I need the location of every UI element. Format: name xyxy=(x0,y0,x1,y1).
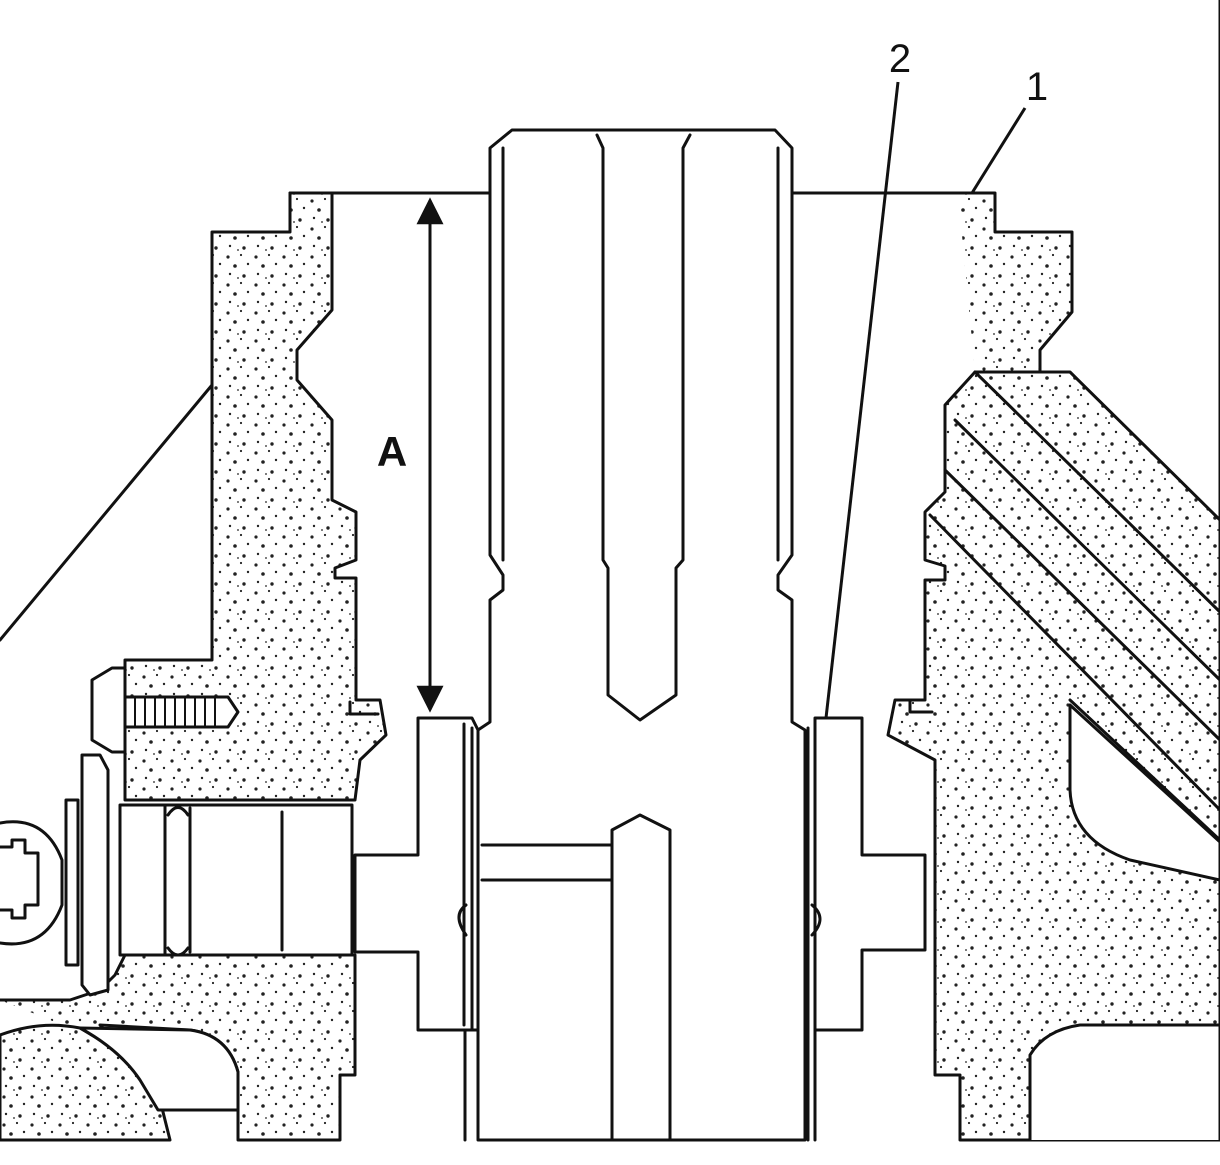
right-lower-cavity xyxy=(1068,703,1220,882)
left-angled-line xyxy=(0,383,214,642)
shaft-upper-bore xyxy=(595,133,692,722)
left-wall-step xyxy=(348,700,380,716)
right-rib-outer xyxy=(973,370,1220,614)
left-outer-flange xyxy=(64,798,80,967)
right-rib-inner xyxy=(1068,698,1220,842)
right-gear-teeth xyxy=(806,726,817,1142)
right-gear-ring xyxy=(813,716,927,1032)
left-pin xyxy=(457,903,468,937)
left-lower-pocket xyxy=(78,1026,240,1112)
right-rib-band-2 xyxy=(943,468,1220,742)
right-pin xyxy=(810,903,822,937)
left-hub xyxy=(0,820,64,946)
right-rib-band-1 xyxy=(953,418,1220,682)
right-housing-wall xyxy=(886,0,1220,1142)
right-ear xyxy=(908,698,934,714)
shaft-outline xyxy=(476,128,807,1142)
left-gear-ring xyxy=(353,716,480,1032)
callout-2-leader xyxy=(824,81,900,719)
dimension-a-label: A xyxy=(377,428,407,475)
callout-1-label: 1 xyxy=(1026,65,1048,109)
bolt-shank xyxy=(123,695,240,729)
left-bearing-block xyxy=(118,803,354,957)
left-housing-wall xyxy=(123,191,388,802)
shaft-cross-passage xyxy=(480,843,614,882)
callout-1-leader xyxy=(970,107,1027,194)
bolt-thread xyxy=(134,696,216,728)
shaft-lower-bore xyxy=(610,813,672,1142)
bolt-head xyxy=(90,666,127,754)
left-gear-teeth xyxy=(462,722,474,1032)
left-hub-key xyxy=(0,838,40,920)
left-bearing-cage xyxy=(163,803,284,957)
callout-2-label: 2 xyxy=(889,37,911,81)
retaining-plate xyxy=(80,753,110,997)
right-rib-band-3 xyxy=(928,513,1220,812)
right-bottom-pocket xyxy=(1028,1023,1220,1142)
